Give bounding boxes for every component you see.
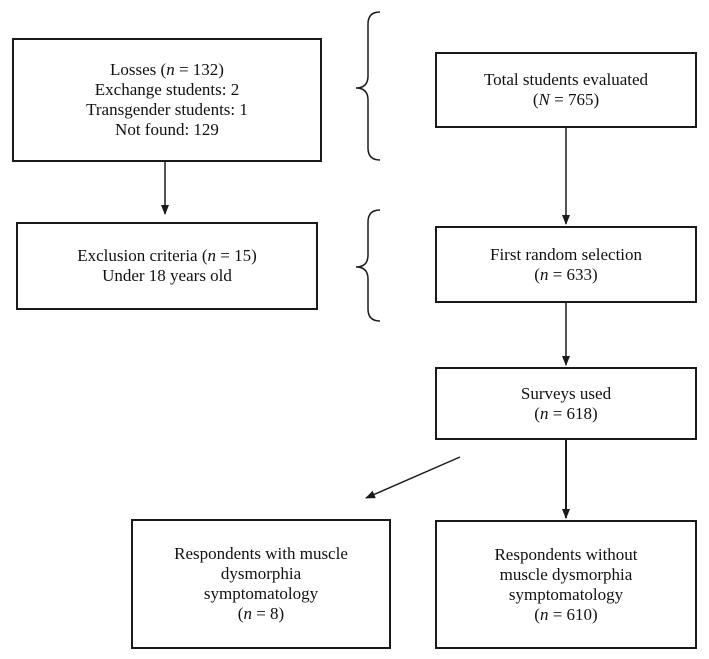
- brace-top: [355, 11, 381, 161]
- with-md-line3: symptomatology: [203, 584, 319, 603]
- losses-not-found: Not found: 129: [115, 120, 219, 139]
- surveys-count: (n = 618): [534, 403, 598, 423]
- first-selection-box: First random selection (n = 633): [435, 226, 697, 303]
- with-muscle-dysmorphia-box: Respondents with muscle dysmorphia sympt…: [131, 519, 391, 649]
- without-muscle-dysmorphia-box: Respondents without muscle dysmorphia sy…: [435, 520, 697, 649]
- arrow-surveys-to-with-md: [365, 456, 461, 499]
- exclusion-reason: Under 18 years old: [102, 266, 232, 285]
- with-md-count: (n = 8): [237, 604, 285, 623]
- surveys-used-box: Surveys used (n = 618): [435, 367, 697, 440]
- surveys-title: Surveys used: [520, 383, 612, 403]
- first-selection-count: (n = 633): [534, 264, 598, 284]
- losses-box: Losses (n = 132) Exchange students: 2 Tr…: [12, 38, 322, 162]
- losses-count: Losses (n = 132): [110, 60, 224, 79]
- total-students-box: Total students evaluated (N = 765): [435, 52, 697, 128]
- with-md-line1: Respondents with muscle: [174, 544, 348, 563]
- brace-bottom: [355, 209, 381, 322]
- with-md-line2: dysmorphia: [220, 564, 302, 583]
- first-selection-title: First random selection: [489, 244, 643, 264]
- exclusion-count: Exclusion criteria (n = 15): [77, 246, 257, 265]
- losses-exchange: Exchange students: 2: [94, 80, 240, 99]
- without-md-line2: muscle dysmorphia: [499, 564, 633, 584]
- exclusion-criteria-box: Exclusion criteria (n = 15) Under 18 yea…: [16, 222, 318, 310]
- without-md-line1: Respondents without: [494, 544, 638, 564]
- without-md-count: (n = 610): [534, 604, 598, 624]
- total-count: (N = 765): [532, 90, 600, 109]
- without-md-line3: symptomatology: [508, 584, 624, 604]
- total-title: Total students evaluated: [483, 70, 649, 89]
- losses-transgender: Transgender students: 1: [86, 100, 248, 119]
